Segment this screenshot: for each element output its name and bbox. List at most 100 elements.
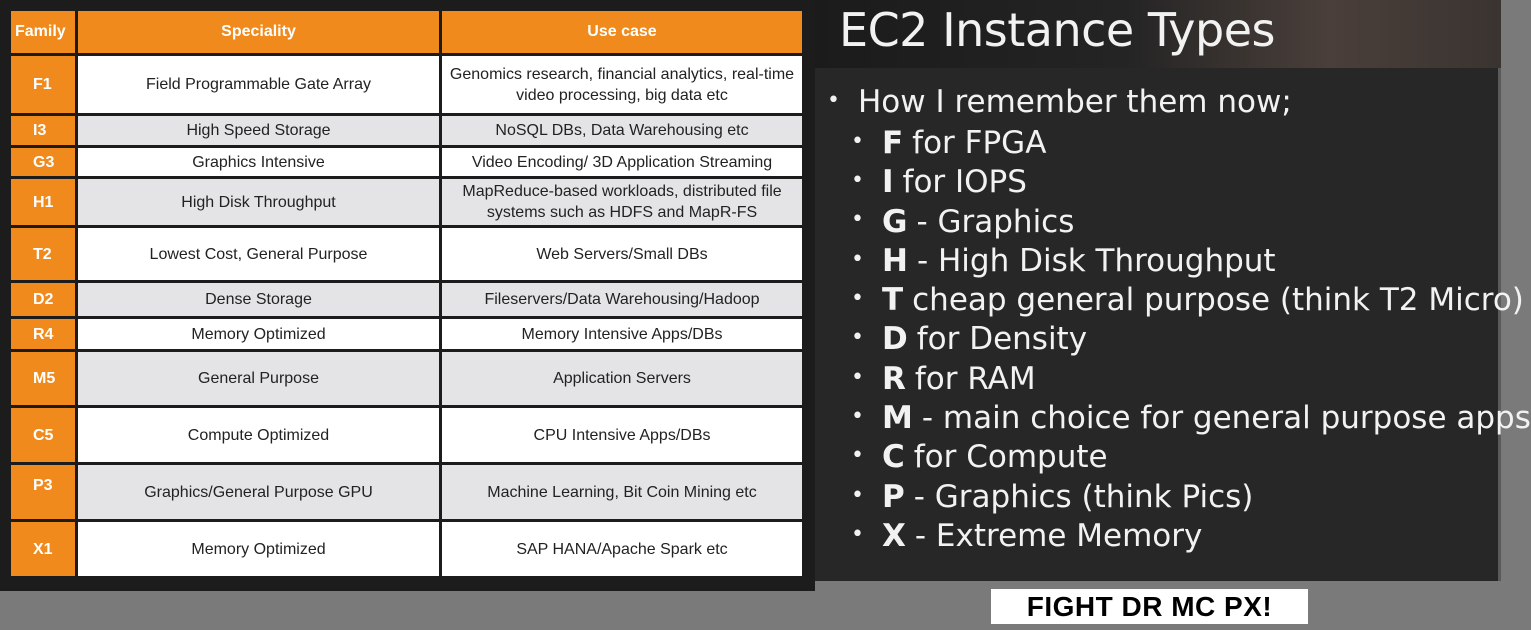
bullet-dot-icon: • xyxy=(851,207,864,233)
instance-table-panel: Family Speciality Use case F1 Field Prog… xyxy=(0,0,815,591)
slide-edge-strip xyxy=(1498,68,1501,581)
speciality-cell: Dense Storage xyxy=(78,283,439,316)
mnemonic-letter: D xyxy=(881,321,908,358)
mnemonic-caption: FIGHT DR MC PX! xyxy=(991,589,1308,624)
speciality-cell: General Purpose xyxy=(78,352,439,405)
table-row: C5 Compute Optimized CPU Intensive Apps/… xyxy=(11,408,802,462)
bullet-dot-icon: • xyxy=(851,168,864,194)
use-case-cell: Genomics research, financial analytics, … xyxy=(442,56,802,113)
mnemonic-letter: P xyxy=(881,478,905,515)
mnemonic-text: for FPGA xyxy=(912,125,1047,161)
use-case-cell: NoSQL DBs, Data Warehousing etc xyxy=(442,116,802,145)
family-cell: H1 xyxy=(11,179,75,225)
slide-title-bar: EC2 Instance Types xyxy=(815,0,1501,68)
family-cell: R4 xyxy=(11,319,75,349)
bullet-dot-icon: • xyxy=(851,403,864,429)
family-cell: C5 xyxy=(11,408,75,462)
intro-bullet: • How I remember them now; xyxy=(827,84,1292,120)
mnemonic-text: for RAM xyxy=(914,360,1036,397)
mnemonic-text: - main choice for general purpose apps xyxy=(921,400,1531,437)
list-item: • P- Graphics (think Pics) xyxy=(851,478,1531,517)
speciality-cell: Memory Optimized xyxy=(78,319,439,349)
mnemonic-text: for Density xyxy=(916,321,1088,358)
list-item: • X- Extreme Memory xyxy=(851,517,1531,556)
use-case-cell: Video Encoding/ 3D Application Streaming xyxy=(442,148,802,176)
speciality-cell: Compute Optimized xyxy=(78,408,439,462)
table-row: D2 Dense Storage Fileservers/Data Wareho… xyxy=(11,283,802,316)
table-row: P3 Graphics/General Purpose GPU Machine … xyxy=(11,465,802,519)
bullet-dot-icon: • xyxy=(851,286,864,312)
bullet-dot-icon: • xyxy=(851,364,864,390)
bullet-dot-icon: • xyxy=(851,482,864,508)
header-family: Family xyxy=(11,11,75,53)
family-cell: F1 xyxy=(11,56,75,113)
table-row: H1 High Disk Throughput MapReduce-based … xyxy=(11,179,802,225)
intro-text: How I remember them now; xyxy=(857,84,1292,120)
mnemonic-text: for IOPS xyxy=(902,164,1027,201)
family-cell: I3 xyxy=(11,116,75,145)
speciality-cell: High Disk Throughput xyxy=(78,179,439,225)
family-cell: P3 xyxy=(11,465,75,519)
use-case-cell: MapReduce-based workloads, distributed f… xyxy=(442,179,802,225)
use-case-cell: Machine Learning, Bit Coin Mining etc xyxy=(442,465,802,519)
mnemonic-text: for Compute xyxy=(913,439,1108,476)
caption-text: FIGHT DR MC PX! xyxy=(1026,590,1273,622)
speciality-cell: Field Programmable Gate Array xyxy=(78,56,439,113)
family-cell: T2 xyxy=(11,228,75,280)
table-row: T2 Lowest Cost, General Purpose Web Serv… xyxy=(11,228,802,280)
bullet-dot-icon: • xyxy=(851,325,864,351)
slide-panel: EC2 Instance Types • How I remember them … xyxy=(815,0,1531,581)
speciality-cell: High Speed Storage xyxy=(78,116,439,145)
use-case-cell: Memory Intensive Apps/DBs xyxy=(442,319,802,349)
family-cell: G3 xyxy=(11,148,75,176)
family-cell: X1 xyxy=(11,522,75,576)
mnemonic-letter: C xyxy=(881,439,905,476)
bullet-dot-icon: • xyxy=(851,128,864,154)
bullet-dot-icon: • xyxy=(851,246,864,272)
table-row: R4 Memory Optimized Memory Intensive App… xyxy=(11,319,802,349)
use-case-cell: Web Servers/Small DBs xyxy=(442,228,802,280)
bullet-dot-icon: • xyxy=(827,88,840,113)
mnemonic-letter: T xyxy=(881,282,904,319)
header-use-case: Use case xyxy=(442,11,802,53)
use-case-cell: CPU Intensive Apps/DBs xyxy=(442,408,802,462)
speciality-cell: Graphics/General Purpose GPU xyxy=(78,465,439,519)
table-row: M5 General Purpose Application Servers xyxy=(11,352,802,405)
bullet-dot-icon: • xyxy=(851,443,864,469)
table-row: F1 Field Programmable Gate Array Genomic… xyxy=(11,56,802,113)
list-item: • M- main choice for general purpose apps xyxy=(851,399,1531,438)
use-case-cell: Application Servers xyxy=(442,352,802,405)
mnemonic-letter: G xyxy=(881,203,908,240)
list-item: •G- Graphics xyxy=(851,203,1531,242)
mnemonic-letter: H xyxy=(881,242,908,279)
use-case-cell: Fileservers/Data Warehousing/Hadoop xyxy=(442,283,802,316)
use-case-cell: SAP HANA/Apache Spark etc xyxy=(442,522,802,576)
family-cell: D2 xyxy=(11,283,75,316)
slide-title: EC2 Instance Types xyxy=(839,3,1275,57)
table-row: I3 High Speed Storage NoSQL DBs, Data Wa… xyxy=(11,116,802,145)
mnemonic-text: - Graphics (think Pics) xyxy=(913,478,1254,515)
mnemonic-text: - High Disk Throughput xyxy=(916,242,1276,279)
mnemonic-letter: I xyxy=(881,164,894,201)
bullet-dot-icon: • xyxy=(851,521,864,547)
mnemonic-text: cheap general purpose (think T2 Micro) xyxy=(912,282,1524,319)
table-row: G3 Graphics Intensive Video Encoding/ 3D… xyxy=(11,148,802,176)
family-cell: M5 xyxy=(11,352,75,405)
mnemonic-letter: X xyxy=(881,517,906,554)
mnemonic-letter: R xyxy=(881,360,906,397)
header-speciality: Speciality xyxy=(78,11,439,53)
mnemonic-letter: M xyxy=(881,400,913,437)
speciality-cell: Memory Optimized xyxy=(78,522,439,576)
mnemonic-text: - Extreme Memory xyxy=(914,517,1203,554)
speciality-cell: Graphics Intensive xyxy=(78,148,439,176)
table-header-row: Family Speciality Use case xyxy=(11,11,802,53)
list-item: • H- High Disk Throughput xyxy=(851,242,1531,281)
speciality-cell: Lowest Cost, General Purpose xyxy=(78,228,439,280)
table-row: X1 Memory Optimized SAP HANA/Apache Spar… xyxy=(11,522,802,576)
